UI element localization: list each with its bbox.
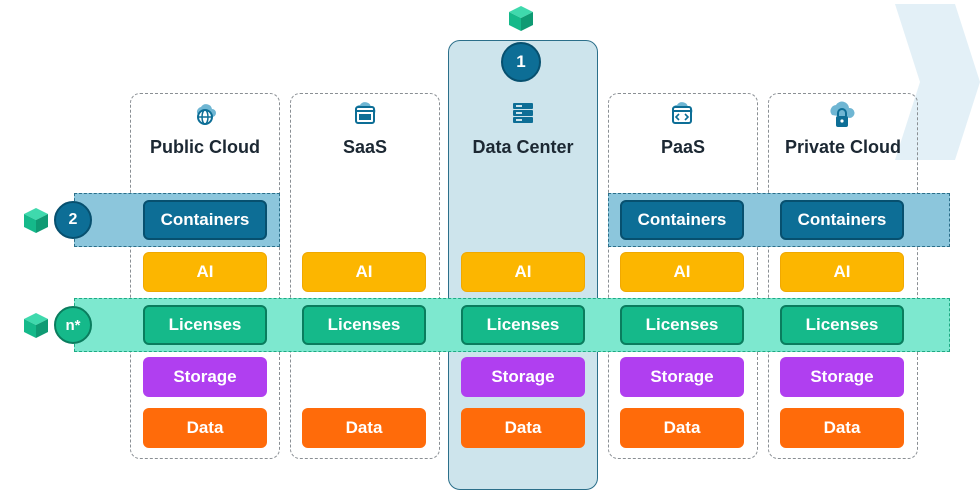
globe-cloud-icon: [192, 101, 218, 127]
cube-icon: [22, 206, 50, 234]
public-cloud-column: [130, 93, 280, 459]
storage-block: Storage: [143, 357, 267, 397]
storage-block: Storage: [620, 357, 744, 397]
licenses-block: Licenses: [302, 305, 426, 345]
licenses-block: Licenses: [620, 305, 744, 345]
server-rack-icon: [511, 101, 535, 125]
column-title-public-cloud: Public Cloud: [150, 136, 260, 157]
storage-block: Storage: [780, 357, 904, 397]
data-block: Data: [461, 408, 585, 448]
column-title-paas: PaaS: [660, 136, 706, 157]
licenses-block: Licenses: [461, 305, 585, 345]
ai-block: AI: [780, 252, 904, 292]
step-badge-n: n*: [54, 306, 92, 344]
containers-block: Containers: [780, 200, 904, 240]
data-block: Data: [780, 408, 904, 448]
licenses-block: Licenses: [143, 305, 267, 345]
cube-icon: [22, 311, 50, 339]
licenses-block: Licenses: [780, 305, 904, 345]
paas-column: [608, 93, 758, 459]
private-cloud-column: [768, 93, 918, 459]
storage-block: Storage: [461, 357, 585, 397]
ai-block: AI: [143, 252, 267, 292]
containers-block: Containers: [143, 200, 267, 240]
containers-block: Containers: [620, 200, 744, 240]
ai-block: AI: [461, 252, 585, 292]
cube-icon: [507, 4, 535, 32]
code-window-icon: [669, 101, 695, 127]
data-block: Data: [302, 408, 426, 448]
saas-column: [290, 93, 440, 459]
chevron-arrow-shape: [895, 4, 980, 160]
lock-cloud-icon: [828, 101, 856, 131]
column-title-data-center: Data Center: [472, 136, 574, 157]
column-title-saas: SaaS: [342, 136, 388, 157]
data-block: Data: [143, 408, 267, 448]
ai-block: AI: [620, 252, 744, 292]
step-badge-2: 2: [54, 201, 92, 239]
step-badge-1: 1: [501, 42, 541, 82]
column-title-private-cloud: Private Cloud: [784, 136, 902, 157]
ai-block: AI: [302, 252, 426, 292]
browser-window-icon: [352, 101, 378, 127]
data-block: Data: [620, 408, 744, 448]
